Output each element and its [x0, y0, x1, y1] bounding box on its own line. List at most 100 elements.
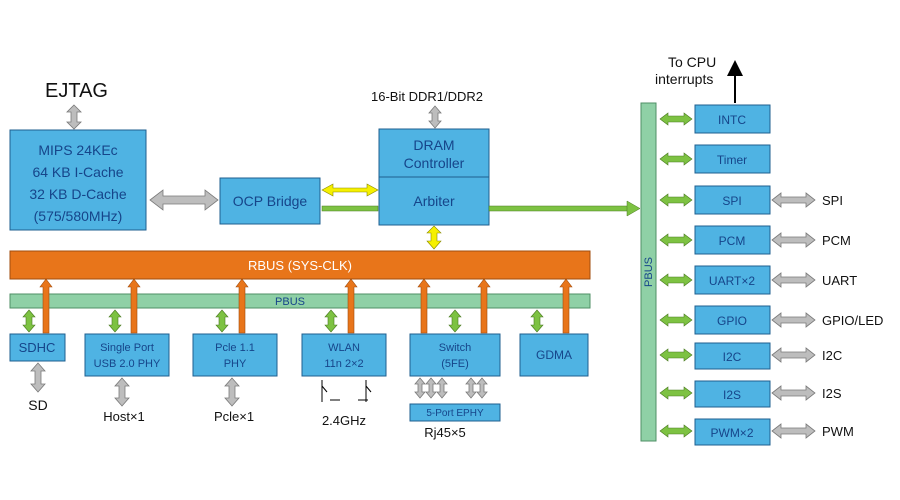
rbus-bar: RBUS (SYS-CLK) — [9, 250, 591, 280]
pbus-vertical-label: PBUS — [643, 257, 655, 287]
wlan-label-2: 11n 2×2 — [324, 358, 363, 370]
mips-cpu-block: MIPS 24KEc 64 KB I-Cache 32 KB D-Cache (… — [9, 129, 147, 231]
switch-ephy-arrow-3 — [436, 377, 448, 399]
pwm-arrow — [659, 424, 693, 438]
spi-block-label: SPI — [722, 194, 741, 208]
timer-block: Timer — [694, 144, 771, 174]
i2c-block-label: I2C — [723, 350, 742, 364]
switch-block: Switch (5FE) — [409, 333, 501, 377]
dram-label-1: DRAM — [413, 137, 454, 153]
uart-ext-arrow — [771, 272, 816, 288]
intc-block: INTC — [694, 104, 771, 134]
uart-block-label: UART×2 — [709, 274, 755, 288]
antenna-icon — [321, 380, 372, 402]
gpio-ext-label: GPIO/LED — [822, 313, 883, 328]
pcie-phy-block: Pcle 1.1 PHY — [192, 333, 278, 377]
i2s-block: I2S — [694, 380, 771, 408]
i2c-block: I2C — [694, 342, 771, 370]
gdma-pbus-arrow — [530, 309, 544, 333]
pcie-label-1: Pcle 1.1 — [215, 342, 255, 354]
switch-ephy-arrow-2 — [425, 377, 437, 399]
mips-line-4: (575/580MHz) — [34, 208, 123, 224]
wlan-block: WLAN 11n 2×2 — [301, 333, 387, 377]
ddr-label: 16-Bit DDR1/DDR2 — [371, 89, 483, 104]
ejtag-arrow — [66, 104, 82, 130]
i2c-ext-arrow — [771, 347, 816, 363]
rj45-label: Rj45×5 — [424, 425, 466, 440]
uart-arrow — [659, 273, 693, 287]
cpu-int-label-2: interrupts — [655, 71, 713, 87]
ocp-arbiter-green-line — [321, 205, 379, 212]
gdma-block: GDMA — [519, 333, 589, 377]
i2c-arrow — [659, 348, 693, 362]
pcm-block-label: PCM — [719, 234, 746, 248]
switch-rbus-arrow-2 — [477, 278, 491, 334]
ocp-bridge-label: OCP Bridge — [233, 193, 308, 209]
ocp-arbiter-arrow — [321, 183, 379, 197]
pbus-horizontal-bar: PBUS — [9, 293, 591, 309]
pcm-ext-label: PCM — [822, 233, 851, 248]
timer-arrow — [659, 152, 693, 166]
usb-rbus-arrow — [127, 278, 141, 334]
sdhc-pbus-arrow — [22, 309, 36, 333]
i2s-ext-arrow — [771, 385, 816, 401]
pcm-arrow — [659, 233, 693, 247]
mips-line-3: 32 KB D-Cache — [29, 186, 126, 202]
gpio-ext-arrow — [771, 312, 816, 328]
gdma-label: GDMA — [536, 348, 572, 362]
mips-line-2: 64 KB I-Cache — [32, 164, 123, 180]
usb-label-2: USB 2.0 PHY — [94, 358, 161, 370]
pwm-block: PWM×2 — [694, 418, 771, 446]
switch-rbus-arrow-1 — [417, 278, 431, 334]
spi-ext-label: SPI — [822, 193, 843, 208]
timer-label: Timer — [717, 153, 747, 167]
dram-label-2: Controller — [404, 155, 465, 171]
ddr-arrow — [428, 105, 442, 129]
arbiter-pbus-line — [488, 205, 630, 212]
arbiter-label: Arbiter — [413, 193, 455, 209]
i2s-arrow — [659, 386, 693, 400]
usb-pbus-arrow — [108, 309, 122, 333]
uart-block: UART×2 — [694, 265, 771, 295]
switch-ephy-arrow-1 — [414, 377, 426, 399]
arbiter-pbus-arrowhead — [626, 200, 641, 217]
i2c-ext-label: I2C — [822, 348, 842, 363]
wlan-rbus-arrow — [344, 278, 358, 334]
green-horizontal-arrows — [659, 112, 693, 438]
mips-line-1: MIPS 24KEc — [38, 142, 117, 158]
pwm-ext-arrow — [771, 423, 816, 439]
ejtag-label: EJTAG — [45, 80, 108, 102]
switch-ephy-arrow-5 — [476, 377, 488, 399]
pwm-block-label: PWM×2 — [710, 426, 753, 440]
rbus-label: RBUS (SYS-CLK) — [248, 258, 352, 273]
pcm-block: PCM — [694, 225, 771, 255]
usb-label-1: Single Port — [100, 342, 154, 354]
intc-label: INTC — [718, 113, 746, 127]
wlan-pbus-arrow — [324, 309, 338, 333]
sdhc-rbus-arrow — [39, 278, 53, 334]
sdhc-label: SDHC — [19, 340, 56, 355]
pcie-label-2: PHY — [224, 358, 247, 370]
cpu-int-label-1: To CPU — [668, 54, 716, 70]
arbiter-rbus-arrow — [426, 225, 442, 250]
pcie-arrow — [224, 377, 240, 407]
pwm-ext-label: PWM — [822, 424, 854, 439]
sd-label: SD — [28, 397, 47, 413]
wlan-label-1: WLAN — [328, 342, 360, 354]
spi-block: SPI — [694, 185, 771, 215]
pbus-vertical-bar: PBUS — [640, 102, 657, 442]
intc-arrow — [659, 112, 693, 126]
pcm-ext-arrow — [771, 232, 816, 248]
pcie-ext-label: Pcle×1 — [214, 409, 254, 424]
ocp-bridge-block: OCP Bridge — [219, 177, 321, 225]
gdma-rbus-arrow — [559, 278, 573, 334]
spi-arrow — [659, 193, 693, 207]
gpio-block: GPIO — [694, 305, 771, 335]
host-label: Host×1 — [103, 409, 145, 424]
ghz-label: 2.4GHz — [322, 413, 366, 428]
gpio-block-label: GPIO — [717, 314, 747, 328]
uart-ext-label: UART — [822, 273, 857, 288]
orange-arrows — [39, 278, 573, 334]
host-arrow — [114, 377, 130, 407]
